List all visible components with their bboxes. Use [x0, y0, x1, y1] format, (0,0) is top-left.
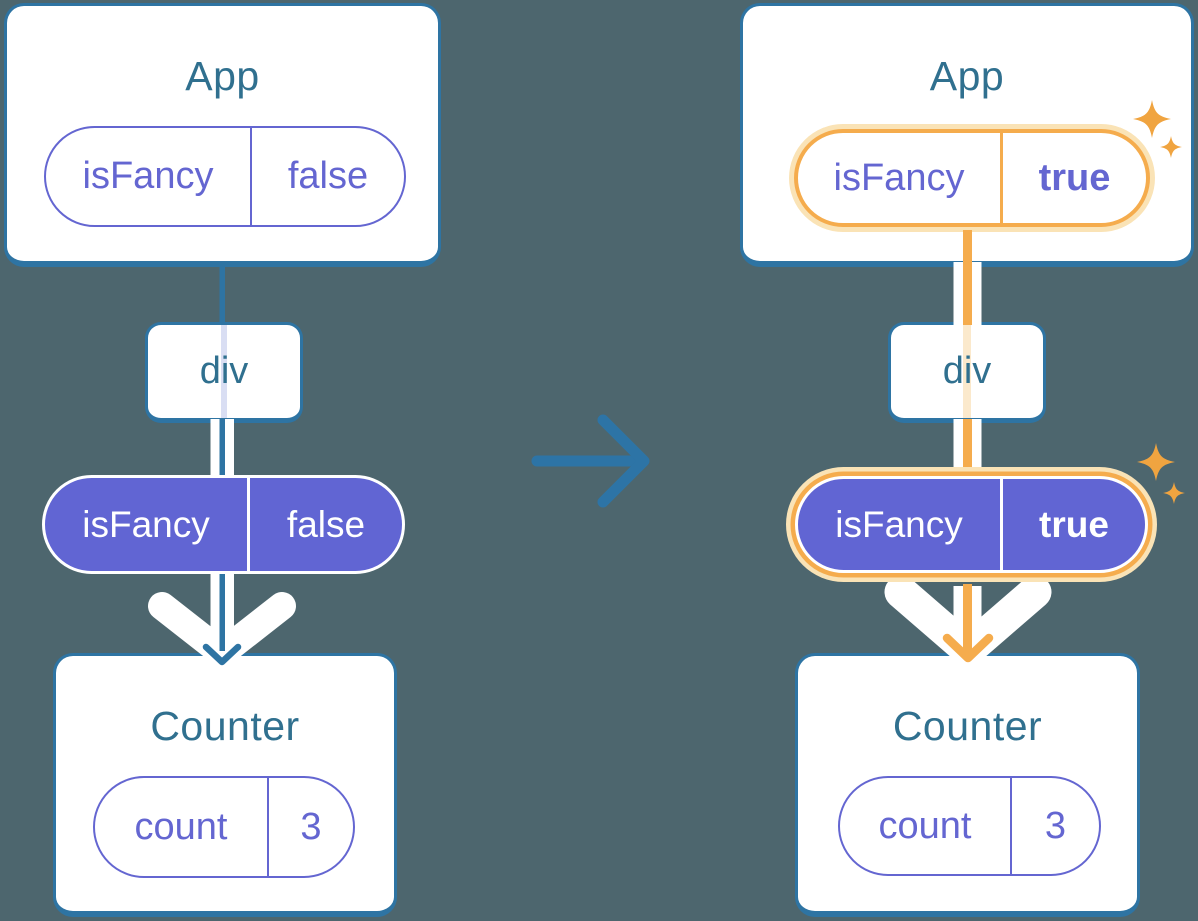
- arrowhead-icon: [942, 633, 994, 663]
- state-value-label: 3: [1044, 804, 1067, 847]
- prop-flow-line: [219, 262, 225, 325]
- prop-name-label: isFancy: [46, 128, 252, 225]
- chevron-arrow-icon: [148, 592, 296, 667]
- app-prop-pill-after: isFancy true: [794, 129, 1150, 227]
- sparkle-icon-large: [1133, 100, 1171, 138]
- prop-flow-line-faint: [963, 325, 971, 418]
- sparkle-icon-small: [1160, 136, 1182, 158]
- render-arrow-highlighted: [884, 575, 1052, 667]
- app-card-before: App isFancy false: [4, 3, 441, 267]
- div-label: div: [199, 350, 249, 392]
- sparkle-icon-large: [1137, 443, 1175, 481]
- prop-name-label: isFancy: [798, 479, 1003, 570]
- counter-title: Counter: [892, 703, 1043, 749]
- prop-value-label: false: [287, 155, 369, 197]
- state-name-label: count: [840, 778, 1012, 874]
- counter-state-pill-before: count 3: [93, 776, 355, 878]
- prop-value-label: true: [1038, 156, 1111, 199]
- render-arrow: [148, 567, 296, 667]
- sparkle-icon-small: [1163, 482, 1185, 504]
- prop-flow-track: [210, 419, 234, 481]
- prop-flow-track-highlighted: [953, 419, 982, 481]
- counter-title: Counter: [150, 703, 300, 749]
- state-value-label: 3: [300, 805, 322, 848]
- app-title: App: [929, 53, 1005, 99]
- prop-value-label: true: [1039, 503, 1109, 545]
- passed-prop-pill-after: isFancy true: [795, 476, 1148, 573]
- app-prop-pill-before: isFancy false: [44, 126, 406, 227]
- prop-name-label: isFancy: [45, 478, 250, 571]
- prop-flow-line-faint: [221, 325, 227, 418]
- prop-value-label: false: [286, 503, 366, 545]
- app-title: App: [185, 53, 260, 99]
- counter-card-after: Counter count 3: [795, 653, 1140, 917]
- transition-arrow-icon: [531, 414, 650, 508]
- prop-flow-track-highlighted: [953, 230, 982, 325]
- div-label: div: [942, 350, 992, 392]
- prop-name-label: isFancy: [798, 133, 1003, 223]
- counter-state-pill-after: count 3: [838, 776, 1101, 876]
- app-card-after: App isFancy true: [740, 3, 1194, 267]
- arrowhead-icon: [202, 643, 242, 666]
- passed-prop-pill-before: isFancy false: [42, 475, 405, 574]
- state-name-label: count: [95, 778, 269, 876]
